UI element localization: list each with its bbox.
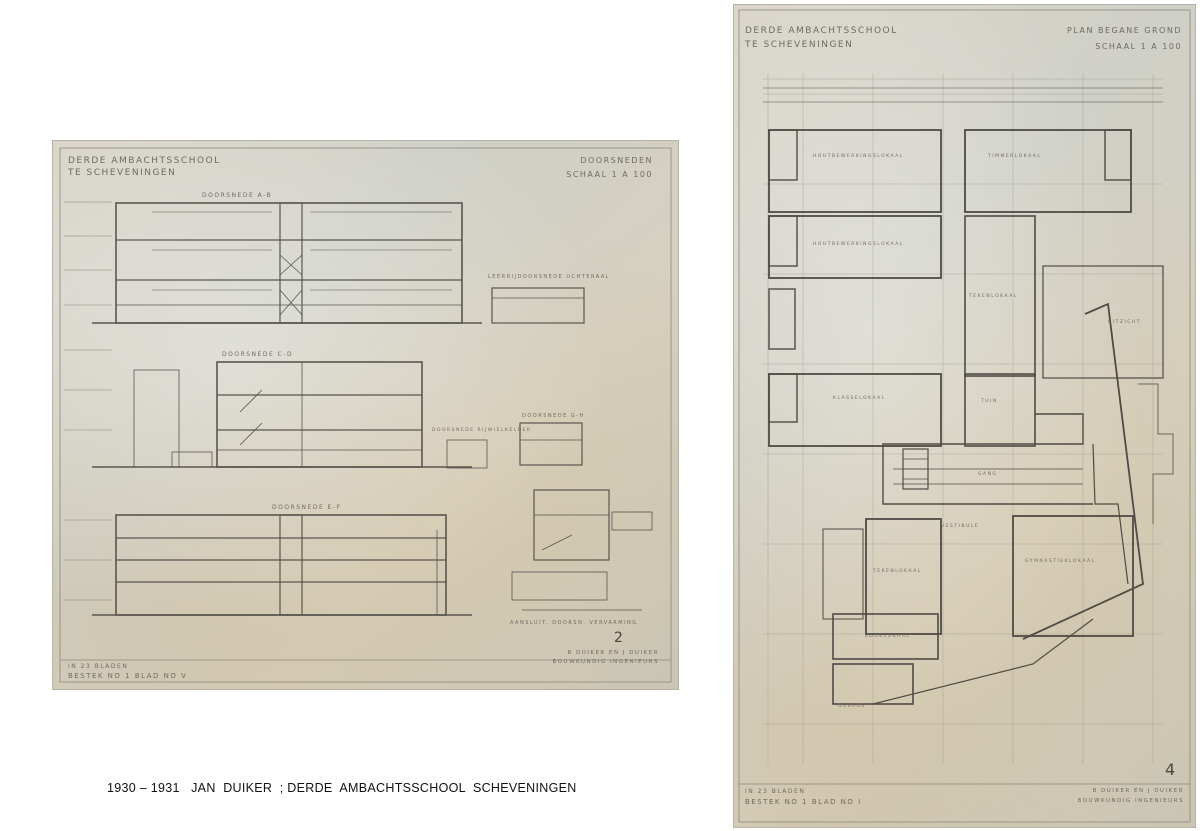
left-title-line1: DERDE AMBACHTSSCHOOL: [68, 156, 221, 166]
sections-drawing: [59, 147, 672, 683]
room-label: KLASSELOKAAL: [833, 396, 886, 401]
room-label: TEKENLOKAAL: [873, 569, 922, 574]
left-handwritten-mark: 2: [614, 630, 625, 646]
right-sheet-count: IN 23 BLADEN: [745, 788, 806, 795]
right-title-line2: TE SCHEVENINGEN: [745, 40, 854, 50]
room-label: VESTIBULE: [941, 524, 980, 529]
left-signature-line1: B DUIKER EN J DUIKER: [567, 650, 659, 656]
left-sheet-type: DOORSNEDEN: [580, 156, 653, 165]
room-label: HOUTBEWERKINGSLOKAAL: [813, 242, 904, 247]
right-signature-line1: B DUIKER EN J DUIKER: [1092, 788, 1184, 794]
floor-plan-drawing: [738, 9, 1191, 823]
right-signature-line2: BOUWKUNDIG INGENIEURS: [1077, 798, 1184, 804]
room-label: HOUTBEWERKINGSLOKAAL: [813, 154, 904, 159]
room-label: TEKENLOKAAL: [969, 294, 1018, 299]
room-label: TUIN: [981, 399, 998, 404]
right-drawing-sheet: DERDE AMBACHTSSCHOOL TE SCHEVENINGEN PLA…: [733, 4, 1196, 828]
right-sheet-type: PLAN BEGANE GROND: [1067, 26, 1182, 35]
left-drawing-sheet: DERDE AMBACHTSSCHOOL TE SCHEVENINGEN DOO…: [52, 140, 679, 690]
label-section-ab: DOORSNEDE A-B: [202, 192, 273, 199]
room-label: GANG: [978, 472, 998, 477]
image-caption: 1930 – 1931 JAN DUIKER ; DERDE AMBACHTSS…: [107, 781, 577, 795]
left-title-line2: TE SCHEVENINGEN: [68, 168, 177, 178]
label-section-cd: DOORSNEDE C-D: [222, 351, 294, 358]
room-label: KOOKLOKAAL: [865, 634, 911, 639]
room-label: GARAGE: [838, 704, 866, 709]
right-sheet-number: BESTEK No 1 BLAD No I: [745, 798, 862, 806]
room-label: TIMMERLOKAAL: [988, 154, 1042, 159]
right-title-line1: DERDE AMBACHTSSCHOOL: [745, 26, 898, 36]
label-lesroom-section: LEERRIJDOORSNEDE UCHTERAAL: [488, 274, 611, 280]
left-signature-line2: BOUWKUNDIG INGENIEURS: [552, 659, 659, 665]
left-scale: SCHAAL 1 A 100: [566, 170, 653, 179]
right-scale: SCHAAL 1 A 100: [1095, 42, 1182, 51]
label-detail-section: DOORSNEDE RIJWIELKELDER: [432, 428, 532, 433]
label-section-gh: DOORSNEDE G-H: [522, 413, 585, 419]
label-section-ef: DOORSNEDE E-F: [272, 504, 342, 511]
left-sheet-number: BESTEK No 1 BLAD No V: [68, 672, 188, 680]
label-detail-note: AANSLUIT. DOORSN. VERVARMING: [510, 620, 638, 626]
room-label: GYMNASTIEKLOKAAL: [1025, 559, 1096, 564]
left-sheet-count: IN 23 BLADEN: [68, 663, 129, 670]
room-label: UITZICHT: [1108, 320, 1142, 325]
right-handwritten-mark: 4: [1165, 760, 1177, 779]
